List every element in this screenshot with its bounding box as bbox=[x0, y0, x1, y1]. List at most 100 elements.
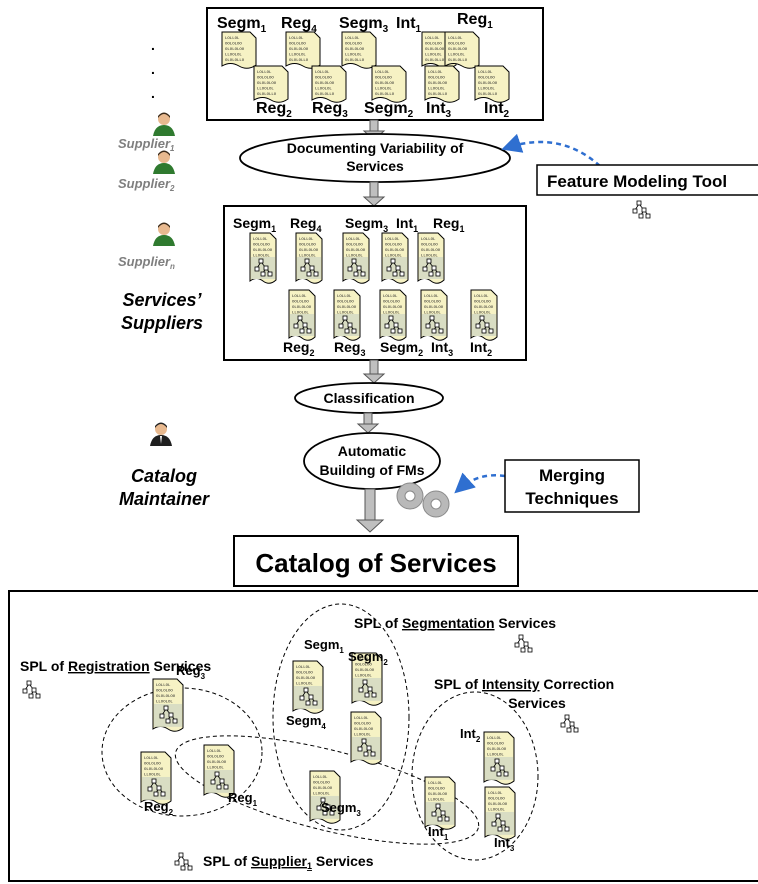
ellipsis-dot-2: . bbox=[151, 61, 155, 77]
binary-line: LLOOLOL bbox=[424, 312, 441, 316]
spl-registration-label: SPL of Registration Services bbox=[20, 658, 211, 674]
binary-line: LOLLOL bbox=[355, 658, 370, 662]
binary-line: OOLOLOO bbox=[207, 756, 224, 760]
catalog-label-reg3: Reg3 bbox=[176, 663, 206, 681]
flow-arrow-head-5 bbox=[355, 519, 385, 533]
spl-supplier-label: SPL of Supplier1 Services bbox=[203, 853, 374, 871]
binary-line: OLOLOLLO bbox=[315, 93, 335, 97]
spl-segmentation-label: SPL of Segmentation Services bbox=[354, 615, 556, 631]
binary-line: OLOLOLOO bbox=[289, 48, 309, 52]
binary-line: OLOLOLLO bbox=[428, 93, 448, 97]
catalog-maintainer-line2: Maintainer bbox=[119, 489, 210, 509]
catalog-label-segm3: Segm3 bbox=[321, 800, 361, 818]
binary-line: LOLLOL bbox=[346, 238, 361, 242]
binary-line: LOLLOL bbox=[428, 71, 443, 75]
binary-line: LLOOLOL bbox=[383, 312, 400, 316]
binary-line: OLOLOLOO bbox=[448, 48, 468, 52]
mid-label-row1: Segm1 bbox=[233, 215, 276, 234]
binary-line: OLOLOLOO bbox=[428, 82, 448, 86]
binary-line: OLOLOLOO bbox=[346, 249, 366, 253]
binary-line: LLOOLOL bbox=[478, 88, 495, 92]
binary-line: OOLOLOO bbox=[345, 43, 362, 47]
mid-label-row2: Reg2 bbox=[283, 339, 314, 358]
binary-line: OLOLOLLO bbox=[478, 93, 498, 97]
supplier-n-icon bbox=[153, 222, 175, 246]
binary-line: LLOOLOL bbox=[207, 767, 224, 771]
mid-label-row2: Reg3 bbox=[334, 339, 365, 358]
binary-line: LOLLOL bbox=[156, 684, 171, 688]
binary-line: LLOOLOL bbox=[428, 799, 445, 803]
binary-line: OLOLOLLO bbox=[225, 59, 245, 63]
segmentation-spl-ellipse bbox=[272, 603, 410, 831]
binary-line: LLOOLOL bbox=[421, 255, 438, 259]
binary-line: OOLOLOO bbox=[424, 301, 441, 305]
binary-line: LLOOLOL bbox=[385, 255, 402, 259]
binary-line: OLOLOLOO bbox=[345, 48, 365, 52]
binary-line: OOLOLOO bbox=[253, 244, 270, 248]
feature-modeling-tool-box bbox=[536, 164, 758, 196]
binary-line: LLOOLOL bbox=[488, 809, 505, 813]
feature-tool-dashed-arrow bbox=[501, 133, 601, 167]
binary-line: LOLLOL bbox=[487, 737, 502, 741]
supplier-2-icon bbox=[153, 150, 175, 174]
flow-arrow-shaft-2 bbox=[369, 181, 379, 198]
binary-line: OLOLOLOO bbox=[257, 82, 277, 86]
feature-modeling-tool-label: Feature Modeling Tool bbox=[547, 172, 727, 191]
binary-line: LLOOLOL bbox=[428, 88, 445, 92]
binary-line: OLOLOLOO bbox=[144, 768, 164, 772]
flow-arrow-shaft-4 bbox=[363, 412, 373, 425]
binary-line: LOLLOL bbox=[488, 792, 503, 796]
supplier-2-label: Supplier2 bbox=[118, 176, 175, 193]
binary-line: LOLLOL bbox=[207, 750, 222, 754]
ellipsis-dot-1: . bbox=[151, 37, 155, 53]
top-label-row2: Reg3 bbox=[312, 100, 348, 120]
binary-line: OLOLOLOO bbox=[156, 695, 176, 699]
supplier-1-label: Supplier1 bbox=[118, 136, 175, 153]
flow-arrow-head-4 bbox=[356, 423, 380, 434]
binary-line: LOLLOL bbox=[474, 295, 489, 299]
flow-arrow-head-3 bbox=[362, 373, 386, 384]
binary-line: OLOLOLOO bbox=[355, 669, 375, 673]
services-suppliers-label-line1: Services’ bbox=[122, 290, 202, 310]
binary-line: LLOOLOL bbox=[289, 54, 306, 58]
binary-line: LLOOLOL bbox=[337, 312, 354, 316]
binary-line: OOLOLOO bbox=[487, 743, 504, 747]
automatic-building-line1: Automatic bbox=[338, 443, 407, 459]
binary-line: LOLLOL bbox=[144, 757, 159, 761]
mid-label-row2: Segm2 bbox=[380, 339, 423, 358]
supplier-spl-ellipse bbox=[174, 735, 480, 845]
binary-line: LOLLOL bbox=[337, 295, 352, 299]
binary-line: LOLLOL bbox=[428, 782, 443, 786]
binary-line: LLOOLOL bbox=[225, 54, 242, 58]
binary-line: OLOLOLOO bbox=[292, 306, 312, 310]
feature-tool-tree-icon bbox=[632, 200, 651, 219]
binary-line: OLOLOLOO bbox=[488, 803, 508, 807]
mid-label-row2: Int3 bbox=[431, 339, 453, 358]
binary-line: OLOLOLOO bbox=[225, 48, 245, 52]
binary-line: OLOLOLOO bbox=[299, 249, 319, 253]
spl-intensity-label-line1: SPL of Intensity Correction bbox=[434, 676, 614, 692]
binary-line: LLOOLOL bbox=[156, 701, 173, 705]
top-label-row1: Segm3 bbox=[339, 15, 389, 35]
binary-line: OOLOLOO bbox=[346, 244, 363, 248]
binary-line: OLOLOLOO bbox=[424, 306, 444, 310]
merging-techniques-line1: Merging bbox=[539, 466, 605, 485]
catalog-label-int1: Int1 bbox=[428, 824, 449, 842]
